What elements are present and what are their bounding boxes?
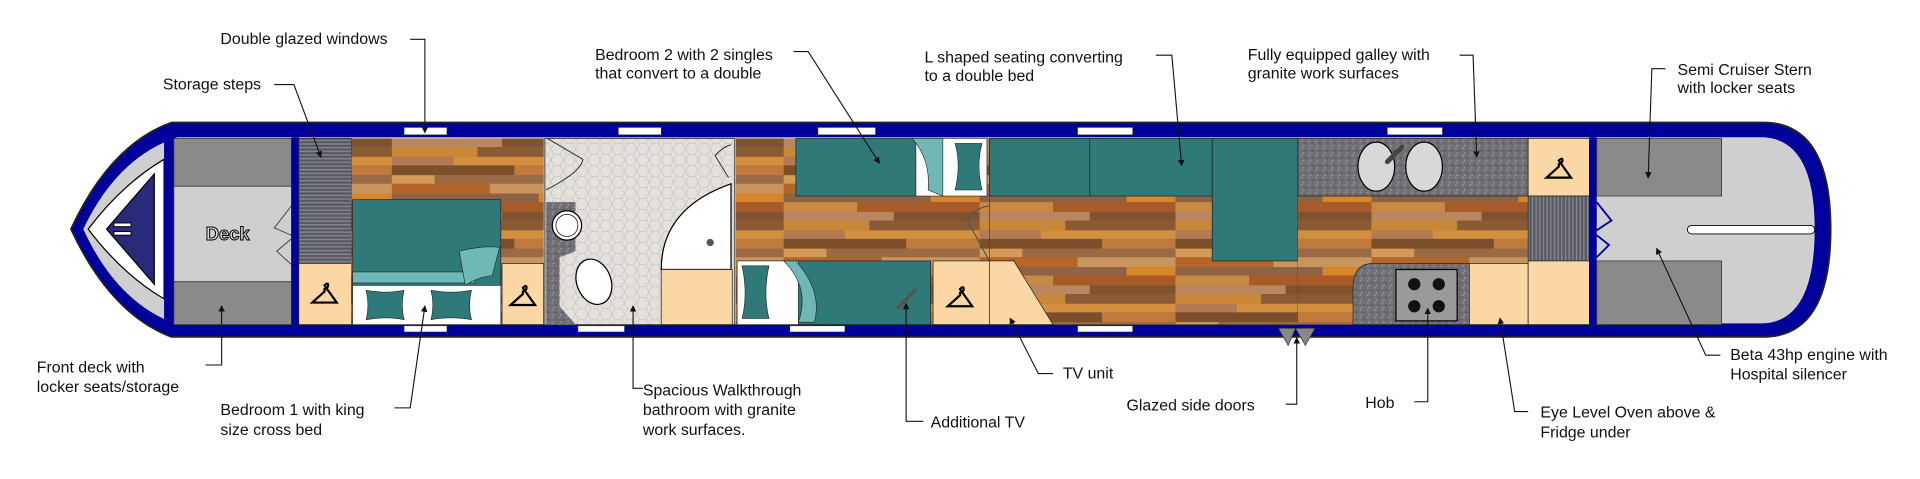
tv-unit <box>989 260 1054 325</box>
side-doors <box>1277 327 1316 347</box>
label-double-glazed-windows: Double glazed windows <box>220 31 387 48</box>
wardrobe <box>298 263 352 325</box>
sink-icon <box>1405 141 1444 192</box>
label-oven-fridge: Eye Level Oven above &Fridge under <box>1540 405 1715 442</box>
stern-steps <box>1527 195 1590 262</box>
label-additional-tv: Additional TV <box>931 414 1026 431</box>
stern-locker <box>1596 138 1722 197</box>
basin-icon <box>551 210 583 241</box>
label-tv-unit: TV unit <box>1063 365 1114 382</box>
pillow <box>430 289 472 321</box>
bow-locker <box>105 172 155 286</box>
storage-steps <box>298 138 352 264</box>
oven-fridge <box>1469 263 1529 325</box>
stern-locker <box>1596 260 1722 325</box>
pillow <box>954 143 983 191</box>
l-seating <box>989 138 1213 197</box>
leader-lines <box>205 38 1721 422</box>
label-hob: Hob <box>1365 395 1394 412</box>
pillow <box>741 265 770 319</box>
shower-tray <box>660 182 732 271</box>
front-deck: Deck <box>173 138 292 325</box>
label-storage-steps: Storage steps <box>163 77 261 94</box>
hob-icon <box>1395 268 1458 322</box>
deck-label: Deck <box>206 223 251 244</box>
mooring-cleat-icon <box>113 222 132 236</box>
single-bed <box>795 138 917 197</box>
l-seating <box>1211 138 1299 262</box>
sink-icon <box>1357 141 1396 192</box>
pillow <box>365 289 405 321</box>
tv-icon <box>896 287 918 310</box>
toilet-icon <box>575 258 613 305</box>
tiller <box>1686 224 1816 235</box>
label-glazed-side-doors: Glazed side doors <box>1127 397 1255 414</box>
